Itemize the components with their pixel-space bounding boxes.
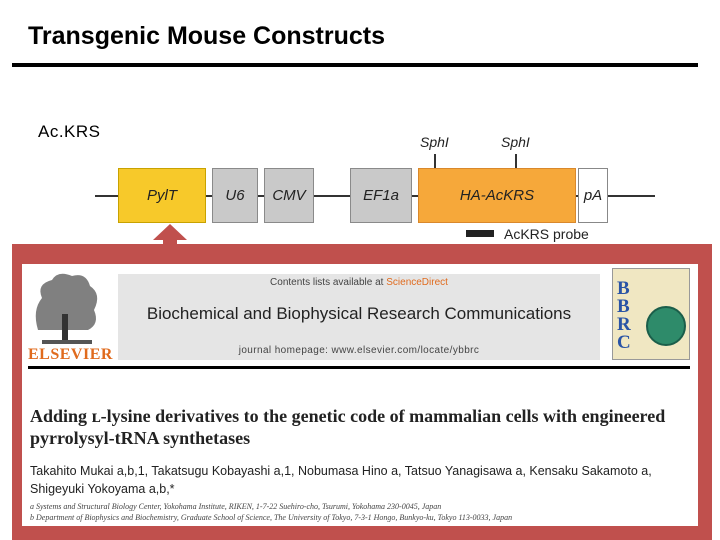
title-divider bbox=[12, 63, 698, 67]
authors-line-1: Takahito Mukai a,b,1, Takatsugu Kobayash… bbox=[30, 464, 652, 478]
author-list: Takahito Mukai a,b,1, Takatsugu Kobayash… bbox=[30, 462, 690, 498]
elsevier-tree-logo bbox=[28, 270, 104, 362]
journal-name: Biochemical and Biophysical Research Com… bbox=[146, 304, 572, 323]
segment-ef1a: EF1a bbox=[350, 168, 412, 223]
cover-letters: B B R C bbox=[617, 278, 631, 353]
slide-title: Transgenic Mouse Constructs bbox=[28, 22, 386, 50]
sphI-site-label-2: SphI bbox=[501, 134, 530, 150]
construct-label: Ac.KRS bbox=[38, 122, 101, 141]
segment-cmv: CMV bbox=[264, 168, 314, 223]
cover-letter-1: B bbox=[617, 278, 630, 299]
sphI-site-tick-1 bbox=[434, 154, 436, 168]
segment-pa: pA bbox=[578, 168, 608, 223]
cover-letter-2: B bbox=[617, 296, 630, 317]
authors-line-2: Shigeyuki Yokoyama a,b,* bbox=[30, 482, 175, 496]
paper-header-rule bbox=[28, 366, 690, 369]
segment-ha-ackrs: HA-AcKRS bbox=[418, 168, 576, 223]
affiliation-a: a Systems and Structural Biology Center,… bbox=[30, 502, 442, 511]
sphI-site-tick-2 bbox=[515, 154, 517, 168]
contents-prefix: Contents lists available at bbox=[270, 277, 384, 288]
cover-letter-3: R bbox=[617, 314, 631, 335]
cover-image bbox=[646, 306, 686, 346]
segment-pylt: PylT bbox=[118, 168, 206, 223]
probe-label: AcKRS probe bbox=[504, 226, 589, 242]
affiliation-b: b Department of Biophysics and Biochemis… bbox=[30, 513, 513, 522]
sciencedirect-link[interactable]: ScienceDirect bbox=[386, 277, 448, 288]
sphI-site-label-1: SphI bbox=[420, 134, 449, 150]
probe-bar bbox=[466, 230, 494, 237]
journal-homepage[interactable]: journal homepage: www.elsevier.com/locat… bbox=[238, 345, 480, 356]
elsevier-logo-text: ELSEVIER bbox=[28, 346, 113, 363]
up-arrow-icon bbox=[153, 224, 187, 240]
contents-line: Contents lists available at ScienceDirec… bbox=[118, 277, 600, 288]
article-title: Adding ʟ-lysine derivatives to the genet… bbox=[30, 406, 666, 448]
cover-letter-4: C bbox=[617, 332, 631, 353]
segment-u6: U6 bbox=[212, 168, 258, 223]
journal-banner bbox=[118, 274, 600, 360]
